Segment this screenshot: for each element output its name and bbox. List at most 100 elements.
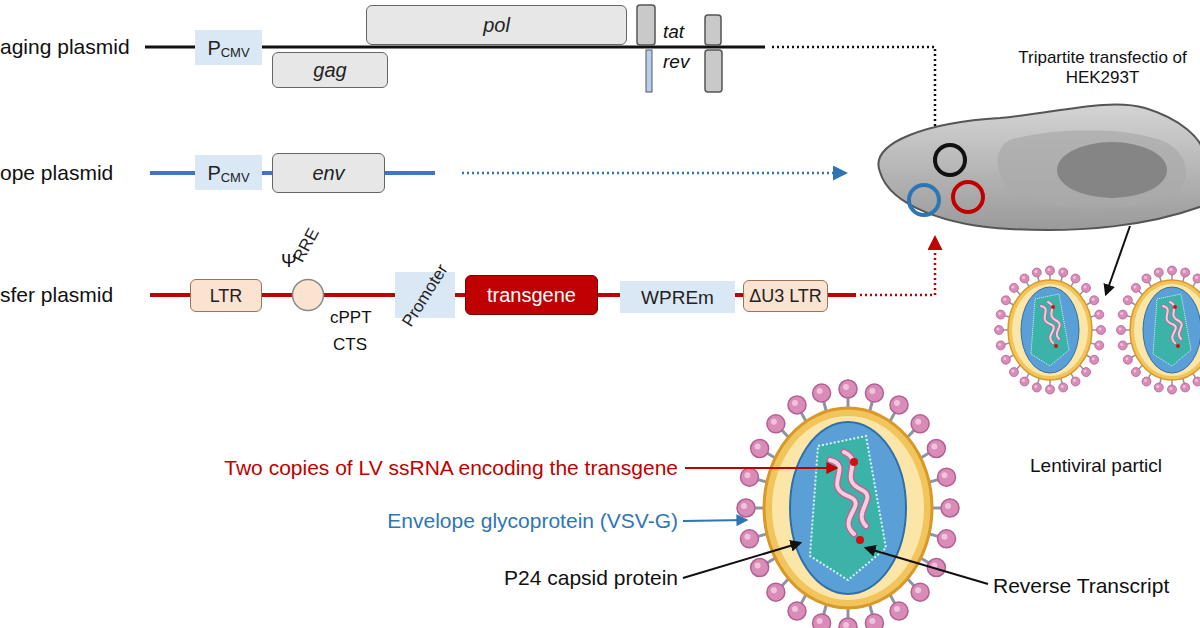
spike-highlight [894, 606, 900, 612]
vsvg-spike [1032, 383, 1041, 392]
rna-strand [1170, 302, 1182, 339]
spike-highlight [744, 534, 750, 540]
spike-highlight [1170, 387, 1173, 390]
vsvg-spike [996, 310, 1005, 319]
leader-group [683, 468, 988, 584]
rna-strand [1048, 302, 1060, 339]
spike-highlight [1195, 276, 1198, 279]
transgene-box: transgene [465, 275, 598, 315]
spike-highlight [1133, 370, 1136, 373]
plasmid-circle [935, 145, 965, 175]
plasmid-circle [909, 185, 939, 215]
spike-highlight [1022, 276, 1025, 279]
cell-cytoplasm [998, 130, 1186, 208]
spike-highlight [1120, 312, 1123, 315]
spike-highlight [931, 444, 937, 450]
spike-highlight [1003, 357, 1006, 360]
wpre-box: WPREm [620, 281, 735, 313]
callout-text: P24 capsid protein [380, 566, 678, 590]
vsvg-spike [1090, 296, 1099, 305]
spike-highlight [1156, 270, 1159, 273]
circle-outline [291, 278, 325, 312]
node-text: WPREm [641, 288, 714, 307]
lentiviral-particle [995, 266, 1106, 394]
rev-exon [705, 50, 722, 92]
vsvg-spike [1009, 368, 1018, 377]
tat-exon [705, 15, 721, 45]
vsvg-spike [1118, 341, 1127, 350]
vsvg-spike [1009, 283, 1018, 292]
ltr-box: LTR [190, 279, 262, 312]
vsvg-spike [890, 396, 908, 414]
p24-capsid [1031, 294, 1069, 366]
gene-name: tat [663, 21, 684, 43]
callout-text: Reverse Transcript [993, 574, 1169, 598]
spike-highlight [998, 343, 1001, 346]
spike-highlight [942, 534, 948, 540]
inner-core [790, 422, 906, 594]
vsvg-spike [1168, 385, 1177, 394]
spike-highlight [1097, 312, 1100, 315]
vsvg-spike [788, 396, 806, 414]
leader-line [683, 520, 746, 521]
vsvg-spike [1131, 368, 1140, 377]
gene-box: gag [272, 52, 388, 88]
spike-highlight [1195, 379, 1198, 382]
vsvg-spike [1193, 377, 1200, 386]
node-text: transgene [487, 285, 576, 305]
tat-exon [637, 5, 655, 45]
spike-highlight [792, 400, 798, 406]
node-text: P [207, 38, 220, 58]
vsvg-spike [941, 499, 959, 517]
element-name: CTS [333, 335, 367, 355]
spike-highlight [1034, 385, 1037, 388]
spike-highlight [817, 388, 823, 394]
spike-highlight [1097, 343, 1100, 346]
step-caption: Tripartite transfectio of HEK293T [1005, 48, 1200, 87]
spike-highlight [945, 503, 951, 509]
vsvg-spike [1046, 266, 1055, 275]
spike-highlight [1092, 357, 1095, 360]
spike-highlight [1144, 276, 1147, 279]
spike-highlight [741, 503, 747, 509]
leader-line [866, 548, 988, 584]
vsvg-spike [1131, 283, 1140, 292]
spike-highlight [755, 563, 761, 569]
node-text: ΔU3 LTR [749, 287, 822, 305]
spike-highlight [843, 384, 849, 390]
vsvg-spike [938, 530, 956, 548]
vsvg-spike [1032, 268, 1041, 277]
cell-nucleus [1057, 142, 1167, 198]
spike-highlight [1183, 385, 1186, 388]
lentiviral-particle [737, 380, 959, 628]
matrix-layer [1012, 284, 1088, 376]
vsvg-spike [788, 602, 806, 620]
promoter-box: PCMV [195, 155, 262, 190]
vsvg-spike [1046, 385, 1055, 394]
spike-highlight [1073, 379, 1076, 382]
vsvg-spike [839, 618, 857, 628]
spike-highlight [744, 472, 750, 478]
node-text: gag [313, 60, 346, 80]
vsvg-spike [751, 440, 769, 458]
vsvg-spike [1082, 368, 1091, 377]
p24-capsid [1153, 294, 1191, 366]
vsvg-spike [1001, 296, 1010, 305]
spike-highlight [1170, 268, 1173, 271]
spike-highlight [755, 444, 761, 450]
spike-highlight [771, 419, 777, 425]
vsvg-spike [1181, 383, 1190, 392]
lipid-envelope [764, 408, 932, 608]
plasmid-circle [953, 182, 983, 212]
spike-highlight [1034, 270, 1037, 273]
vsvg-spike [1181, 268, 1190, 277]
node-text: pol [483, 15, 510, 35]
vsvg-spike [1059, 268, 1068, 277]
matrix-layer [772, 416, 924, 600]
release-arrow [1106, 226, 1130, 294]
spike-highlight [942, 472, 948, 478]
spike-highlight [817, 618, 823, 624]
rna-strand [844, 452, 867, 526]
transfection-arrow [462, 172, 845, 175]
vsvg-spike [767, 583, 785, 601]
